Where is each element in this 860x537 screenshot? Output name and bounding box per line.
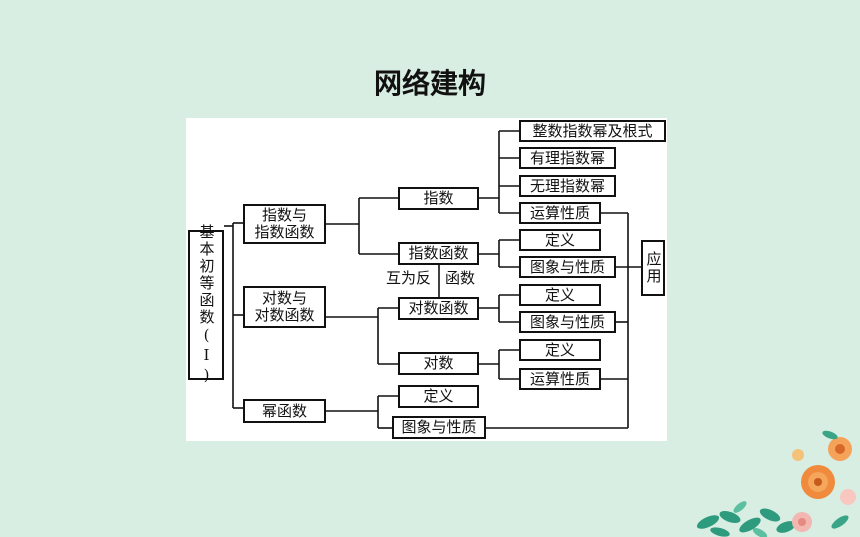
node-duishu-hanshu: 对数函数 — [398, 297, 479, 320]
leaf-log-yunsuan: 运算性质 — [519, 368, 601, 390]
group-exp: 指数与 指数函数 — [243, 204, 326, 244]
connector-lines — [224, 130, 641, 429]
leaf-log-xingzhi: 图象与性质 — [519, 311, 616, 333]
inverse-label-left: 互为反 — [386, 269, 432, 287]
node-pow-dingyi: 定义 — [398, 385, 479, 408]
leaf-exp-yunsuan: 运算性质 — [519, 202, 601, 224]
concept-map: 基本初等函数(Ⅰ) 指数与 指数函数 对数与 对数函数 幂函数 指数 指数函数 … — [186, 118, 667, 441]
leaf-zhengshu: 整数指数幂及根式 — [519, 120, 666, 142]
group-log: 对数与 对数函数 — [243, 286, 326, 328]
node-pow-xingzhi: 图象与性质 — [392, 416, 486, 439]
leaf-youli: 有理指数幂 — [519, 147, 616, 169]
inverse-label-right: 函数 — [445, 269, 476, 287]
page-title: 网络建构 — [373, 67, 486, 100]
leaf-exp-xingzhi: 图象与性质 — [519, 256, 616, 278]
leaf-log-dingyi2: 定义 — [519, 339, 601, 361]
group-pow: 幂函数 — [243, 399, 326, 423]
root-node: 基本初等函数(Ⅰ) — [188, 224, 224, 386]
node-zhishu: 指数 — [398, 187, 479, 210]
node-zhishu-hanshu: 指数函数 — [398, 242, 479, 265]
flower-decoration-icon — [696, 430, 856, 537]
application-node: 应用 — [641, 240, 665, 296]
node-duishu: 对数 — [398, 352, 479, 375]
leaf-exp-dingyi: 定义 — [519, 229, 601, 251]
leaf-wuli: 无理指数幂 — [519, 175, 616, 197]
leaf-log-dingyi: 定义 — [519, 284, 601, 306]
